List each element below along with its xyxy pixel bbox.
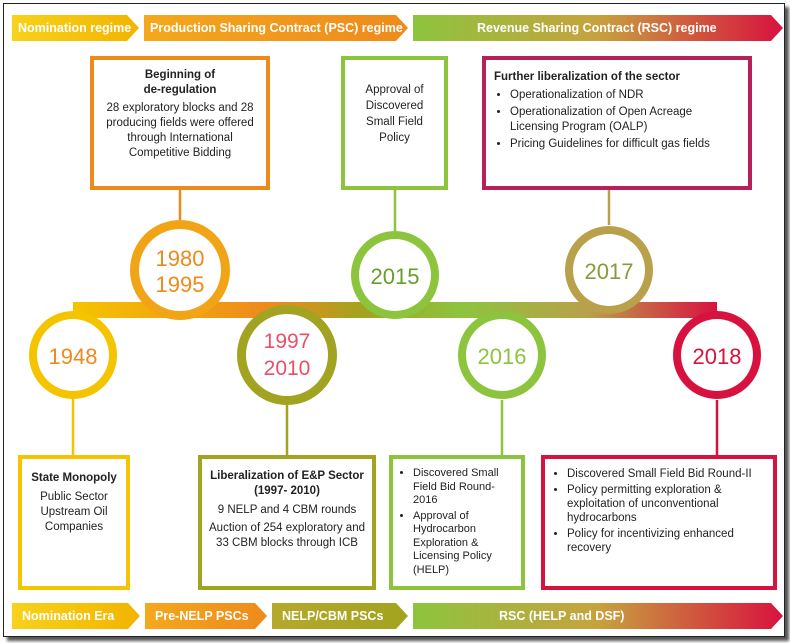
year-2016: 2016 (478, 344, 527, 369)
year-2018: 2018 (693, 344, 742, 369)
box-dsf-2018: Discovered Small Field Bid Round-II Poli… (541, 455, 777, 590)
band-nomination-regime: Nomination regime (12, 15, 139, 41)
box-line: 9 NELP and 4 CBM rounds (217, 504, 357, 516)
band-nelp-cbm: NELP/CBM PSCs (272, 603, 408, 629)
box-body: Public Sector Upstream Oil Companies (40, 491, 108, 533)
box-body: Approval of Discovered Small Field Polic… (365, 84, 424, 144)
box-state-monopoly: State Monopoly Public Sector Upstream Oi… (18, 455, 130, 590)
year-2010: 2010 (264, 357, 311, 380)
year-1995: 1995 (156, 272, 205, 297)
band-nomination-era: Nomination Era (12, 603, 140, 629)
band-label: RSC (HELP and DSF) (499, 609, 625, 623)
box-title: State Monopoly (31, 472, 117, 484)
band-label: Nomination Era (22, 609, 115, 623)
box-title: de-regulation (143, 84, 217, 96)
list-item: Operationalization of NDR (510, 88, 740, 103)
band-label: Revenue Sharing Contract (RSC) regime (477, 21, 717, 35)
band-label: NELP/CBM PSCs (282, 609, 384, 623)
list-item: Policy for incentivizing enhanced recove… (567, 527, 767, 555)
list-item: Operationalization of Open Acreage Licen… (510, 105, 740, 135)
band-rsc-help-dsf: RSC (HELP and DSF) (413, 603, 783, 629)
year-1980: 1980 (156, 246, 205, 271)
year-2015: 2015 (371, 264, 420, 289)
circle-2016-inner (466, 319, 538, 391)
list-item: Approval of Hydrocarbon Exploration & Li… (413, 510, 517, 578)
box-list: Discovered Small Field Bid Round-II Poli… (551, 467, 767, 555)
box-line: Auction of 254 exploratory and 33 CBM bl… (209, 522, 365, 549)
band-label: Production Sharing Contract (PSC) regime (150, 21, 403, 35)
box-list: Operationalization of NDR Operationaliza… (494, 88, 740, 152)
band-rsc-regime: Revenue Sharing Contract (RSC) regime (413, 15, 783, 41)
box-ep-liberalization: Liberalization of E&P Sector (1997- 2010… (198, 455, 376, 590)
box-dsf-2016: Discovered Small Field Bid Round-2016 Ap… (389, 455, 525, 590)
band-label: Pre-NELP PSCs (155, 609, 249, 623)
band-pre-nelp: Pre-NELP PSCs (145, 603, 267, 629)
list-item: Discovered Small Field Bid Round-2016 (413, 467, 517, 508)
circle-1980-inner (139, 229, 221, 311)
box-body: 28 exploratory blocks and 28 producing f… (106, 102, 254, 159)
box-title: Further liberalization of the sector (494, 71, 680, 83)
circle-1948-inner (37, 319, 109, 391)
list-item: Pricing Guidelines for difficult gas fie… (510, 137, 740, 152)
box-title: Beginning of (144, 69, 216, 81)
box-further-liberalization: Further liberalization of the sector Ope… (482, 56, 752, 190)
box-dsf-policy: Approval of Discovered Small Field Polic… (341, 56, 448, 190)
circle-2018-inner (681, 319, 753, 391)
circle-2017-inner (573, 234, 645, 306)
year-1948: 1948 (49, 344, 98, 369)
list-item: Discovered Small Field Bid Round-II (567, 467, 767, 481)
list-item: Policy permitting exploration & exploita… (567, 483, 767, 525)
band-psc-regime: Production Sharing Contract (PSC) regime (144, 15, 408, 41)
band-label: Nomination regime (18, 21, 132, 35)
circle-2015-inner (359, 239, 431, 311)
year-2017: 2017 (585, 259, 634, 284)
box-deregulation: Beginning of de-regulation 28 explorator… (90, 56, 270, 190)
box-title: Liberalization of E&P Sector (1997- 2010… (210, 470, 364, 497)
box-list: Discovered Small Field Bid Round-2016 Ap… (397, 467, 517, 577)
year-1997: 1997 (264, 330, 311, 353)
circle-1997-inner (246, 314, 328, 396)
